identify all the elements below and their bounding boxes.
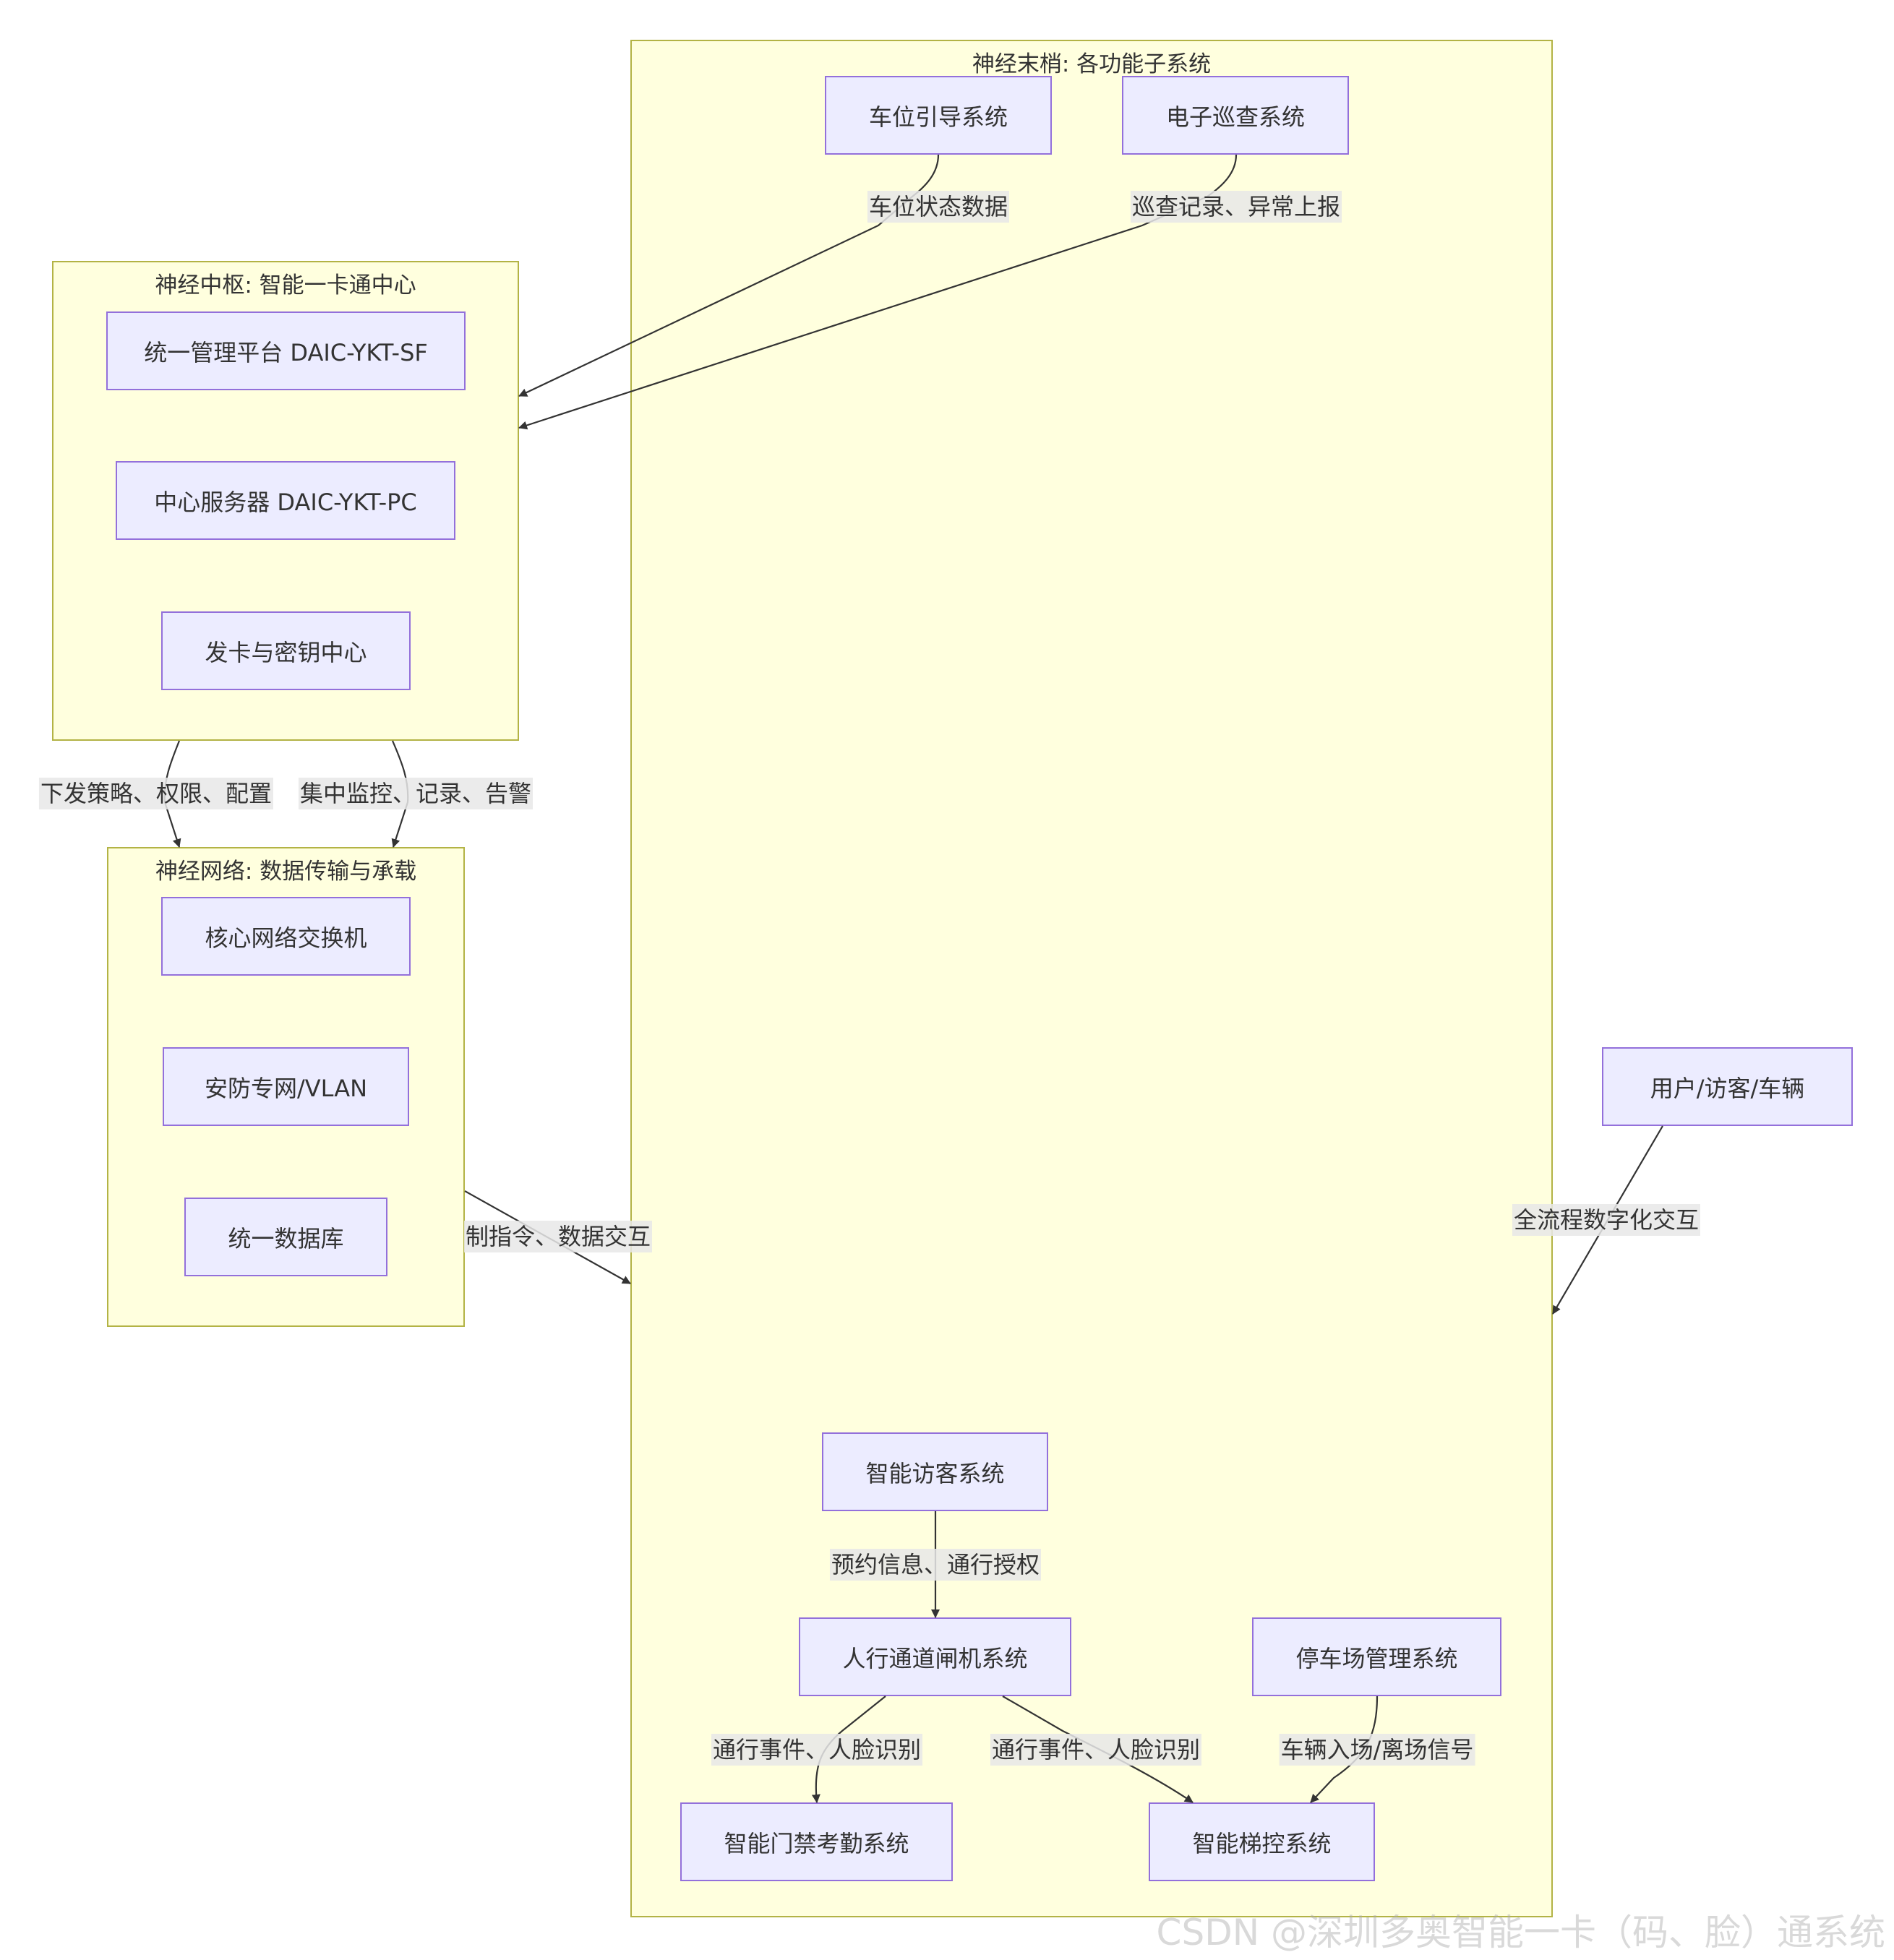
node-core-switch[interactable]: 核心网络交换机 [161, 897, 411, 976]
node-card-key[interactable]: 发卡与密钥中心 [161, 611, 411, 690]
edge-label-monitor: 集中监控、记录、告警 [298, 778, 534, 809]
node-elevator[interactable]: 智能梯控系统 [1149, 1802, 1375, 1881]
cluster-network-title: 神经网络: 数据传输与承载 [155, 859, 417, 885]
edge-label-digital: 全流程数字化交互 [1512, 1204, 1701, 1236]
node-access[interactable]: 智能门禁考勤系统 [680, 1802, 953, 1881]
watermark: CSDN @深圳多奥智能一卡（码、脸）通系统 [1156, 1912, 1885, 1953]
node-patrol[interactable]: 电子巡查系统 [1122, 76, 1349, 155]
node-gate[interactable]: 人行通道闸机系统 [799, 1617, 1071, 1696]
node-users[interactable]: 用户/访客/车辆 [1602, 1047, 1853, 1126]
edge-label-parking-status: 车位状态数据 [867, 191, 1010, 223]
node-unified-db[interactable]: 统一数据库 [184, 1198, 387, 1276]
edge-label-gate-event-2: 通行事件、人脸识别 [990, 1734, 1202, 1766]
edge-label-vehicle-signal: 车辆入场/离场信号 [1279, 1734, 1475, 1766]
cluster-center-title: 神经中枢: 智能一卡通中心 [155, 272, 416, 298]
node-parking-guide[interactable]: 车位引导系统 [825, 76, 1052, 155]
node-parking-mgmt[interactable]: 停车场管理系统 [1252, 1617, 1501, 1696]
cluster-terminal-title: 神经末梢: 各功能子系统 [972, 51, 1212, 77]
node-visitor[interactable]: 智能访客系统 [822, 1432, 1048, 1511]
node-center-server[interactable]: 中心服务器 DAIC-YKT-PC [116, 461, 455, 540]
edge-label-patrol-report: 巡查记录、异常上报 [1130, 191, 1342, 223]
edge-label-gate-event-1: 通行事件、人脸识别 [711, 1734, 923, 1766]
edge-label-policy: 下发策略、权限、配置 [38, 778, 274, 809]
node-mgmt-platform[interactable]: 统一管理平台 DAIC-YKT-SF [106, 311, 466, 390]
edge-label-visitor-auth: 预约信息、通行授权 [829, 1549, 1042, 1581]
node-security-vlan[interactable]: 安防专网/VLAN [163, 1047, 409, 1126]
edge-label-control: 制指令、数据交互 [463, 1221, 653, 1252]
